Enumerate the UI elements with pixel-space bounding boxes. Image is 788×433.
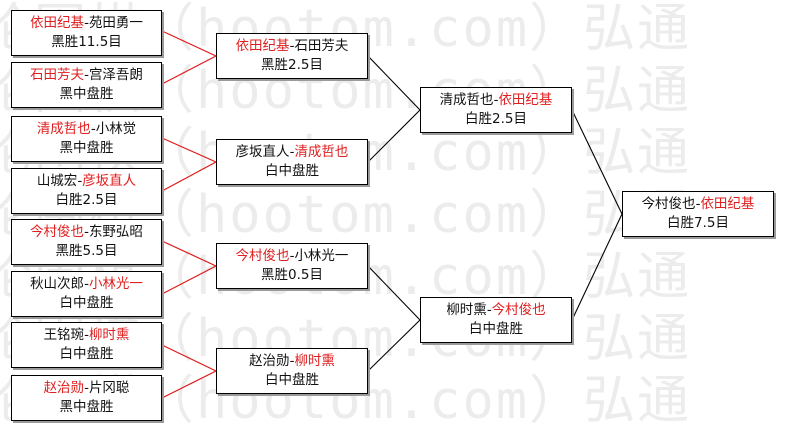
player-name: 彦坂直人	[235, 144, 290, 160]
match-result: 黑中盘胜	[59, 86, 114, 102]
connector-line	[161, 344, 217, 372]
match-result: 白中盘胜	[469, 321, 523, 337]
match-players: 彦坂直人-清成哲也	[235, 144, 349, 160]
player-name: 今村俊也	[491, 302, 546, 318]
connector-line	[161, 55, 217, 85]
player-name: 王铭琬	[43, 327, 85, 343]
match-box: 秋山次郎-小林光一 白中盘胜	[11, 271, 162, 317]
match-result: 白胜2.5目	[55, 192, 118, 208]
match-box: 赵治勋-柳时熏 白中盘胜	[216, 348, 368, 394]
match-box: 赵治勋-片冈聪 黑中盘胜	[11, 375, 162, 421]
player-name: 依田纪基	[498, 92, 553, 108]
match-players: 依田纪基-苑田勇一	[30, 15, 143, 31]
connector-line	[161, 161, 217, 192]
player-name: 清成哲也	[439, 92, 494, 108]
match-result: 黑胜0.5目	[261, 267, 323, 283]
player-name: 今村俊也	[641, 196, 696, 212]
match-players: 清成哲也-小林觉	[36, 121, 137, 137]
player-name: 彦坂直人	[82, 173, 137, 189]
match-result: 白胜2.5目	[465, 111, 527, 127]
player-name: 宫泽吾朗	[88, 67, 143, 83]
match-box: 依田纪基-苑田勇一 黑胜11.5目	[11, 10, 162, 56]
match-players: 今村俊也-依田纪基	[641, 196, 755, 212]
match-result: 白中盘胜	[265, 163, 319, 179]
match-result: 黑中盘胜	[59, 140, 114, 156]
player-name: 赵治勋	[249, 353, 290, 369]
connector-line	[367, 319, 421, 372]
match-players: 山城宏-彦坂直人	[36, 173, 137, 189]
match-players: 今村俊也-小林光一	[235, 248, 349, 264]
player-name: 小林觉	[95, 121, 137, 137]
match-box: 今村俊也-小林光一 黑胜0.5目	[216, 243, 368, 289]
match-box: 王铭琬-柳时熏 白中盘胜	[11, 322, 162, 368]
player-name: 今村俊也	[235, 248, 290, 264]
connector-line	[161, 370, 217, 399]
player-name: 小林光一	[294, 248, 349, 264]
match-box: 今村俊也-依田纪基 白胜7.5目	[622, 191, 774, 237]
connector-line	[367, 109, 421, 163]
player-name: 秋山次郎	[30, 276, 85, 292]
player-name: 清成哲也	[36, 121, 91, 137]
player-name: 赵治勋	[43, 380, 85, 396]
player-name: 小林光一	[88, 276, 143, 292]
player-name: 清成哲也	[294, 144, 349, 160]
match-box: 今村俊也-东野弘昭 黑胜5.5目	[11, 219, 162, 265]
connector-line	[571, 109, 623, 215]
player-name: 依田纪基	[30, 15, 85, 31]
match-players: 秋山次郎-小林光一	[30, 276, 143, 292]
match-result: 白中盘胜	[265, 372, 319, 388]
match-players: 依田纪基-石田芳夫	[235, 38, 349, 54]
match-box: 柳时熏-今村俊也 白中盘胜	[420, 297, 572, 343]
match-box: 山城宏-彦坂直人 白胜2.5目	[11, 168, 162, 214]
player-name: 东野弘昭	[88, 224, 143, 240]
match-result: 黑胜2.5目	[261, 57, 323, 73]
player-name: 依田纪基	[235, 38, 290, 54]
player-name: 柳时熏	[88, 327, 130, 343]
connector-line	[571, 213, 623, 321]
match-players: 石田芳夫-宫泽吾朗	[30, 67, 143, 83]
match-players: 赵治勋-柳时熏	[249, 353, 335, 369]
match-box: 清成哲也-依田纪基 白胜2.5目	[420, 87, 572, 133]
match-players: 清成哲也-依田纪基	[439, 92, 553, 108]
connector-line	[161, 30, 217, 57]
player-name: 石田芳夫	[30, 67, 85, 83]
connector-line	[161, 265, 217, 295]
connector-line	[367, 55, 421, 111]
connector-line	[161, 137, 217, 163]
match-players: 今村俊也-东野弘昭	[30, 224, 143, 240]
player-name: 苑田勇一	[88, 15, 143, 31]
player-name: 柳时熏	[294, 353, 335, 369]
match-players: 赵治勋-片冈聪	[43, 380, 130, 396]
player-name: 依田纪基	[700, 196, 755, 212]
match-box: 彦坂直人-清成哲也 白中盘胜	[216, 139, 368, 185]
player-name: 柳时熏	[446, 302, 487, 318]
match-box: 清成哲也-小林觉 黑中盘胜	[11, 116, 162, 162]
match-box: 石田芳夫-宫泽吾朗 黑中盘胜	[11, 62, 162, 108]
player-name: 片冈聪	[88, 380, 130, 396]
player-name: 今村俊也	[30, 224, 85, 240]
match-result: 白中盘胜	[59, 346, 114, 362]
player-name: 山城宏	[36, 173, 78, 189]
player-name: 石田芳夫	[294, 38, 349, 54]
match-result: 白中盘胜	[59, 295, 114, 311]
match-result: 黑胜5.5目	[55, 243, 118, 259]
match-result: 黑中盘胜	[59, 399, 114, 415]
connector-line	[161, 240, 217, 267]
match-players: 柳时熏-今村俊也	[446, 302, 546, 318]
match-result: 白胜7.5目	[667, 215, 729, 231]
match-players: 王铭琬-柳时熏	[43, 327, 130, 343]
match-result: 黑胜11.5目	[51, 34, 122, 50]
connector-line	[367, 265, 421, 321]
match-box: 依田纪基-石田芳夫 黑胜2.5目	[216, 33, 368, 79]
